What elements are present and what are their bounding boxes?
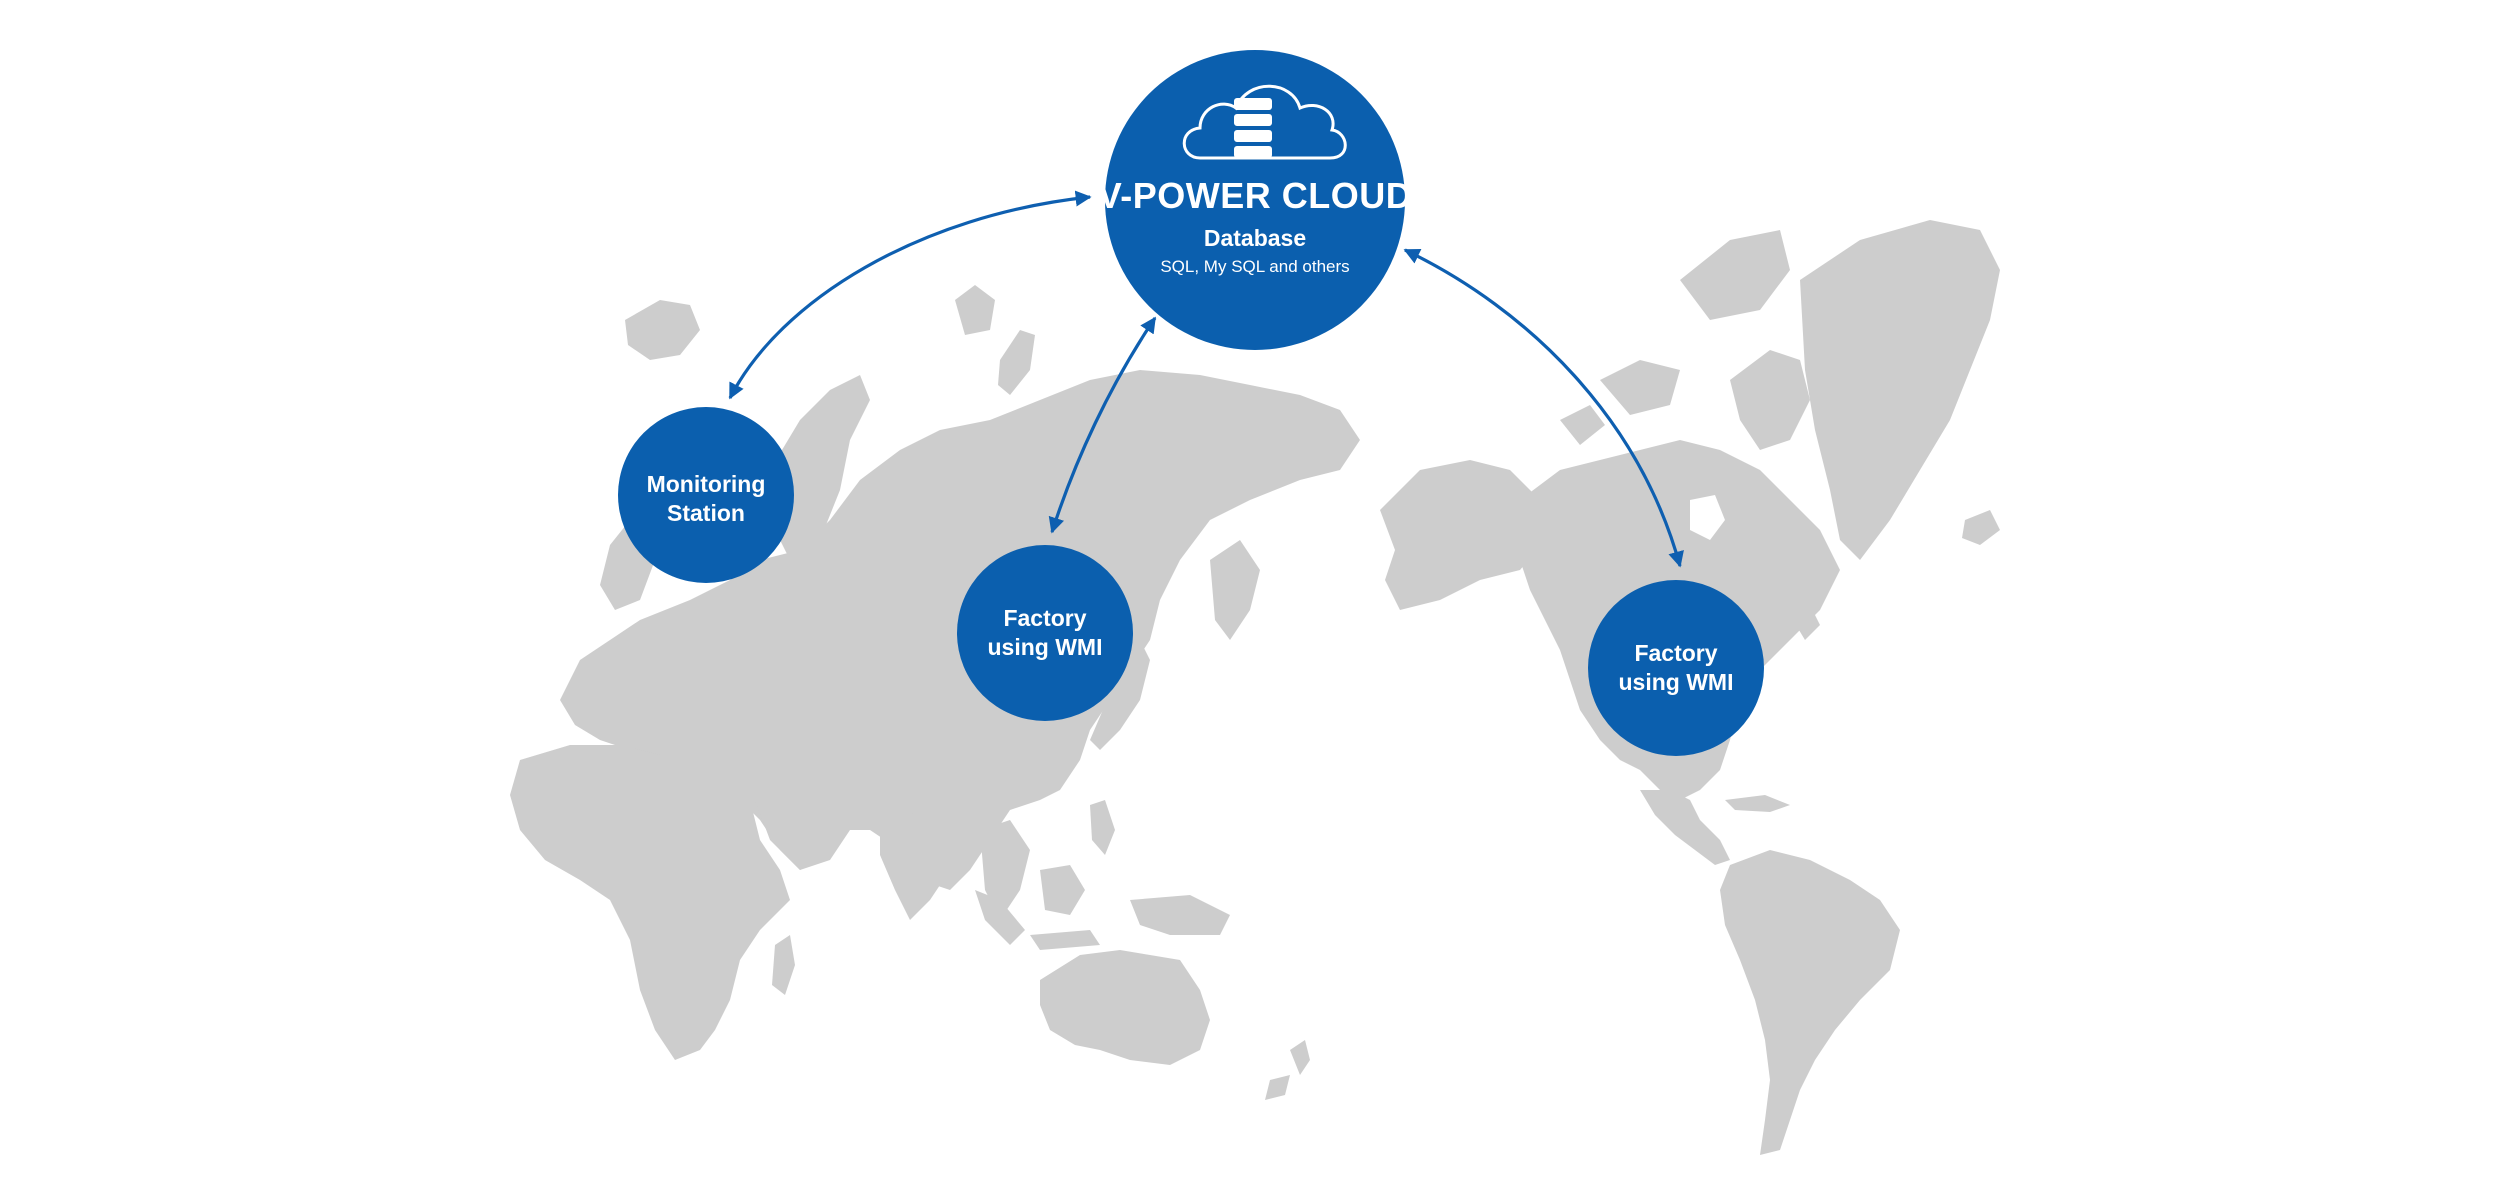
map-borneo (1040, 865, 1085, 915)
cloud-node-circle (1105, 50, 1405, 350)
map-hudson-bay (1690, 495, 1725, 540)
map-scandinavia (770, 375, 870, 560)
map-iceland-west (1962, 510, 2000, 545)
map-japan (1090, 640, 1150, 750)
factory-asia-label-line2: using WMI (988, 634, 1103, 660)
map-arctic-islands-3 (1560, 405, 1605, 445)
cloud-database-icon (1182, 84, 1347, 160)
factory-america-label-line1: Factory (1634, 640, 1717, 666)
factory-america-node-circle (1588, 580, 1764, 756)
factory-america-node: Factory using WMI (1588, 580, 1764, 756)
map-central-america (1640, 790, 1730, 865)
map-arabia (750, 760, 850, 870)
map-java (1030, 930, 1100, 950)
cloud-title: V-POWER CLOUD (1098, 175, 1413, 216)
map-iceland (625, 300, 700, 360)
factory-america-label-line2: using WMI (1619, 669, 1734, 695)
map-greenland (1800, 220, 2000, 560)
map-arctic-islands-1 (1600, 360, 1680, 415)
cloud-note: SQL, My SQL and others (1160, 257, 1349, 276)
monitoring-label-line2: Station (667, 500, 745, 526)
map-sumatra (975, 890, 1025, 945)
map-madagascar (772, 935, 795, 995)
arrow-cloud-factory-asia (1048, 316, 1157, 534)
map-new-zealand-south (1265, 1075, 1290, 1100)
map-caribbean (1725, 795, 1790, 812)
map-kamchatka (1210, 540, 1260, 640)
factory-asia-node-circle (957, 545, 1133, 721)
arrow-cloud-monitoring (728, 190, 1092, 400)
map-new-zealand (1290, 1040, 1310, 1075)
factory-asia-label-line1: Factory (1003, 605, 1086, 631)
map-africa (510, 745, 790, 1060)
connections (728, 190, 1684, 568)
map-svalbard (955, 285, 995, 335)
map-india (880, 810, 960, 920)
map-south-america (1720, 850, 1900, 1155)
map-arctic-islands-2 (1680, 230, 1790, 320)
world-map (510, 220, 2000, 1155)
factory-asia-node: Factory using WMI (957, 545, 1133, 721)
map-baffin-island (1730, 350, 1810, 450)
map-australia (1040, 950, 1210, 1065)
map-se-asia (980, 820, 1030, 920)
map-newfoundland (1790, 605, 1820, 640)
monitoring-node-circle (618, 407, 794, 583)
arrow-cloud-factory-america (1403, 248, 1684, 568)
map-new-guinea (1130, 895, 1230, 935)
cloud-node: V-POWER CLOUD Database SQL, My SQL and o… (1098, 50, 1413, 350)
monitoring-label-line1: Monitoring (647, 471, 766, 497)
cloud-subtitle: Database (1204, 225, 1306, 251)
monitoring-node: Monitoring Station (618, 407, 794, 583)
map-novaya-zemlya (998, 330, 1035, 395)
map-philippines (1090, 800, 1115, 855)
